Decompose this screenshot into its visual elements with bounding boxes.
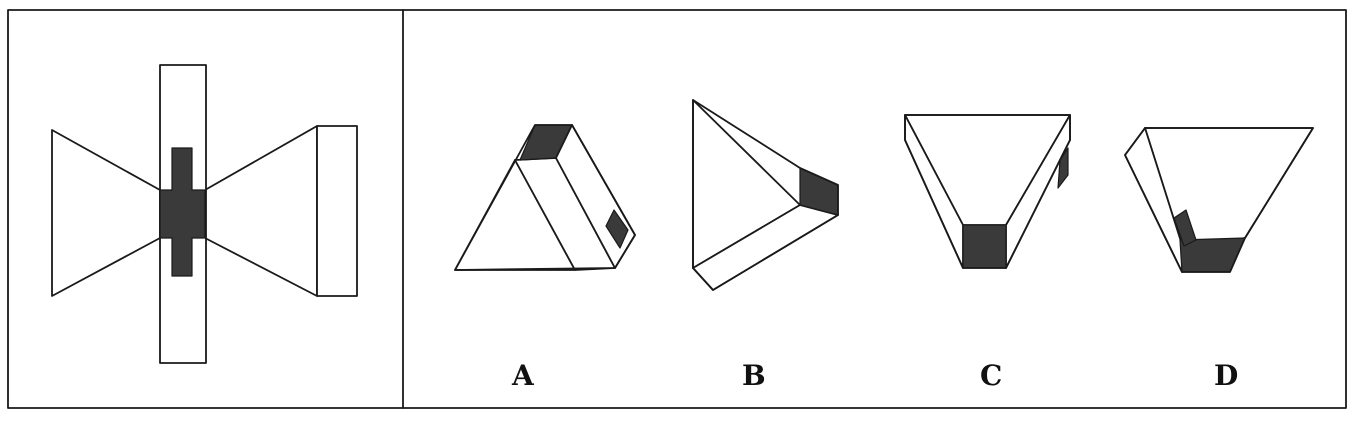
option-a-shape	[454, 124, 636, 271]
option-d-shaded-mark	[1173, 209, 1197, 247]
option-b-outline	[692, 99, 839, 291]
option-a-label: A	[511, 359, 535, 392]
net-left-triangle	[51, 129, 161, 297]
option-d-label: D	[1214, 359, 1238, 392]
net-shaded-cross	[159, 147, 206, 277]
option-c-label: C	[980, 359, 1002, 392]
option-b-label: B	[742, 359, 766, 392]
outer-frame	[7, 9, 1347, 409]
option-c-shaded-mark	[1057, 147, 1069, 189]
unfolded-net	[51, 64, 358, 364]
option-c-outline	[904, 114, 1071, 269]
option-d-shape	[1124, 127, 1314, 273]
option-c-shape	[904, 114, 1071, 269]
option-b-shape	[692, 99, 839, 291]
option-c-shaded-bottom	[962, 224, 1007, 269]
option-a-outline	[454, 124, 636, 271]
net-right-triangle	[204, 125, 318, 297]
option-d-outline	[1124, 127, 1314, 273]
option-a-shaded-mark	[605, 209, 629, 249]
net-right-side-face	[316, 125, 358, 297]
